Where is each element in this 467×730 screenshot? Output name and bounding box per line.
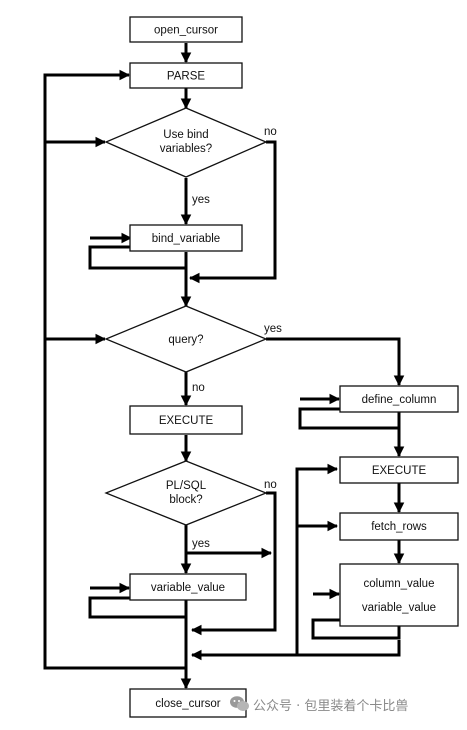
plsql-label-2: block? — [169, 494, 202, 506]
query-no-label: no — [192, 382, 205, 394]
node-close-cursor: close_cursor — [129, 688, 247, 718]
decision-plsql: PL/SQL block? — [104, 460, 268, 526]
node-execute-right: EXECUTE — [339, 456, 459, 484]
node-fetch-rows: fetch_rows — [339, 512, 459, 541]
node-execute-left: EXECUTE — [129, 405, 243, 435]
watermark: 公众号 · 包里装着个卡比兽 — [230, 696, 408, 714]
edge-usebind-no — [188, 140, 277, 284]
use-bind-label-2: variables? — [160, 143, 212, 155]
fetch-rows-label: fetch_rows — [371, 521, 427, 533]
use-bind-no-label: no — [264, 126, 277, 138]
node-open-cursor: open_cursor — [129, 16, 243, 43]
node-variable-value-left: variable_value — [129, 573, 247, 601]
plsql-no-label: no — [264, 479, 277, 491]
variable-value-left-label: variable_value — [151, 582, 225, 594]
parse-label: PARSE — [167, 71, 205, 83]
edge-query-yes — [266, 337, 405, 387]
edge-loop-to-parse — [43, 69, 186, 670]
edge-return-to-exec — [295, 463, 339, 655]
node-column-value-variable-value: column_value variable_value — [339, 563, 459, 627]
edge-colval-loop — [311, 594, 401, 640]
edge-define-loop — [298, 399, 399, 430]
plsql-yes-label: yes — [192, 538, 210, 550]
node-parse: PARSE — [129, 62, 243, 89]
open-cursor-label: open_cursor — [154, 25, 218, 37]
define-column-label: define_column — [362, 394, 437, 406]
decision-query: query? — [104, 305, 268, 373]
close-cursor-label: close_cursor — [155, 698, 220, 710]
use-bind-yes-label: yes — [192, 194, 210, 206]
bind-variable-label: bind_variable — [152, 233, 220, 245]
wechat-icon — [230, 696, 249, 711]
edge-bind-loop — [88, 238, 186, 270]
variable-value-right-label: variable_value — [362, 602, 436, 614]
watermark-text: 公众号 · 包里装着个卡比兽 — [253, 698, 408, 714]
node-bind-variable: bind_variable — [129, 224, 243, 252]
edge-varval-left-loop — [88, 588, 186, 619]
use-bind-label-1: Use bind — [163, 129, 208, 141]
query-label: query? — [168, 334, 203, 346]
decision-use-bind: Use bind variables? — [104, 107, 268, 178]
query-yes-label: yes — [264, 323, 282, 335]
plsql-label-1: PL/SQL — [166, 480, 207, 492]
node-define-column: define_column — [339, 385, 459, 413]
execute-right-label: EXECUTE — [372, 465, 427, 477]
connectors — [43, 43, 405, 690]
execute-left-label: EXECUTE — [159, 415, 214, 427]
edge-right-to-close — [190, 640, 401, 661]
edge-plsql-no — [190, 491, 277, 636]
column-value-label: column_value — [364, 578, 435, 590]
